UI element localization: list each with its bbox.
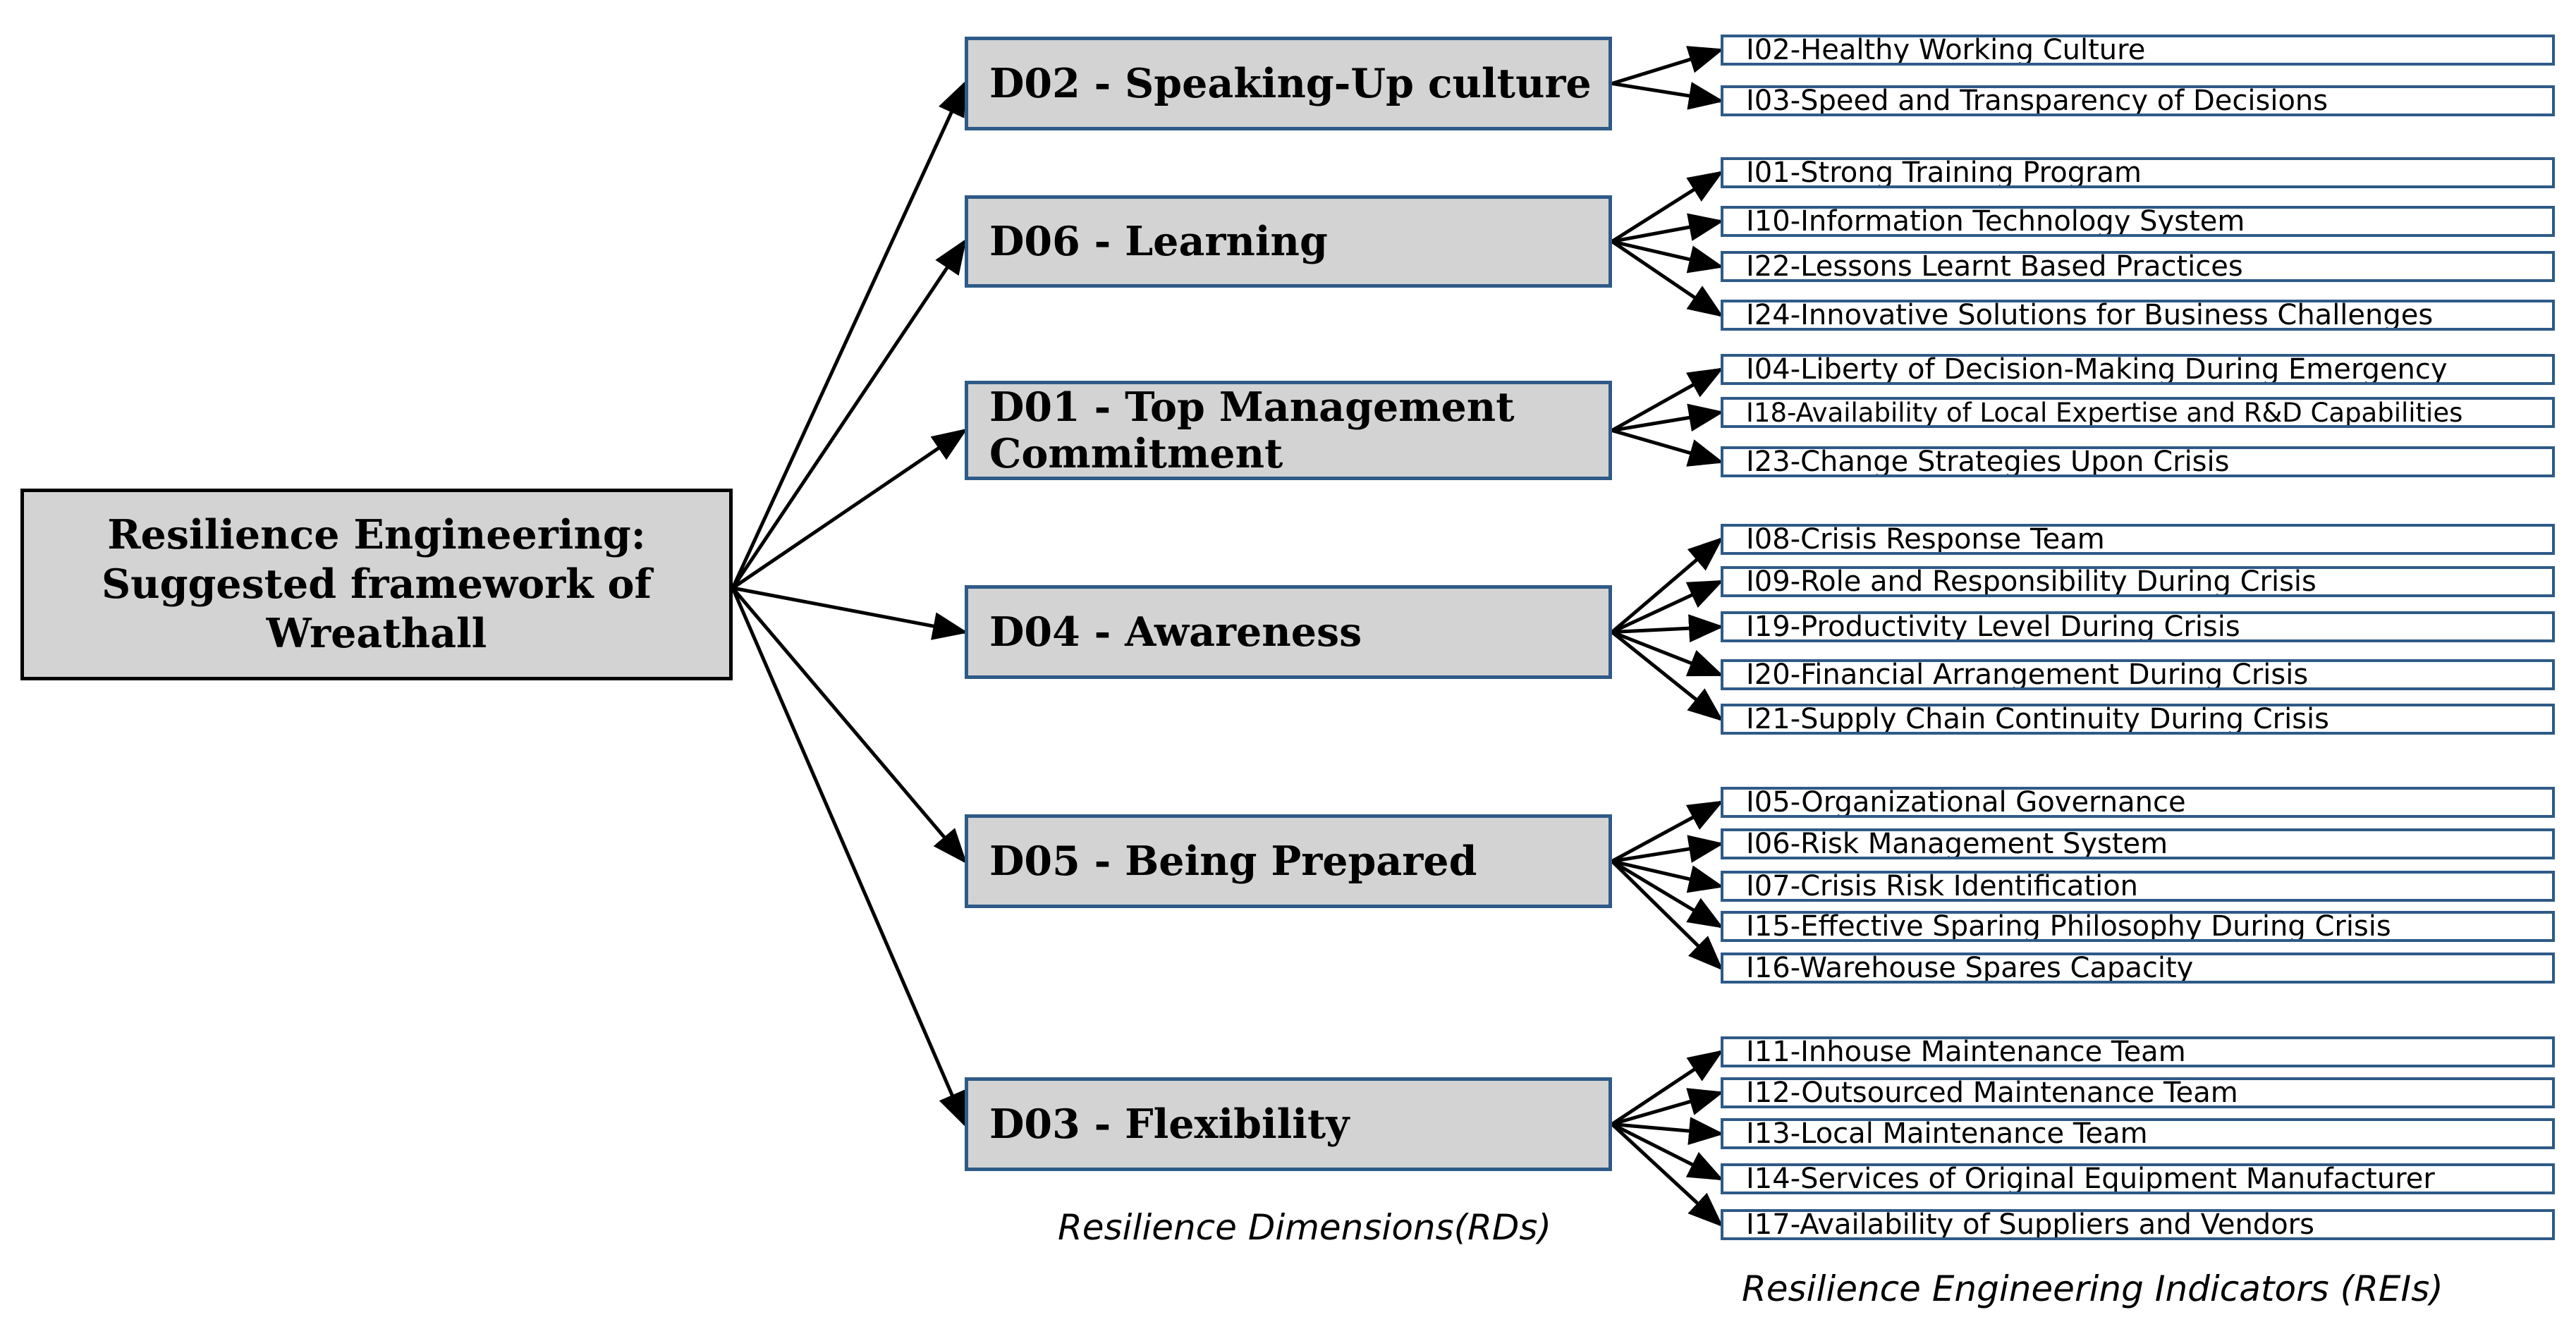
indicator-i02: I02-Healthy Working Culture (1721, 35, 2555, 66)
indicator-i19: I19-Productivity Level During Crisis (1721, 611, 2555, 642)
arrow-d03-to-i11 (1611, 1050, 1724, 1126)
indicator-i07: I07-Crisis Risk Identification (1721, 871, 2555, 902)
arrow-root-to-d02 (731, 80, 967, 589)
indicator-i22: I22-Lessons Learnt Based Practices (1721, 251, 2555, 282)
arrow-d04-to-i21 (1611, 630, 1723, 722)
arrow-d06-to-i22 (1611, 240, 1724, 274)
arrow-root-to-d05 (731, 587, 967, 864)
indicator-i10: I10-Information Technology System (1721, 206, 2555, 237)
root-node: Resilience Engineering: Suggested framew… (20, 489, 733, 680)
dimension-d02: D02 - Speaking-Up culture (965, 37, 1612, 130)
indicator-i03: I03-Speed and Transparency of Decisions (1721, 85, 2555, 116)
arrow-d03-to-i14 (1611, 1122, 1724, 1181)
indicator-i16: I16-Warehouse Spares Capacity (1721, 953, 2555, 984)
arrow-d02-to-i02 (1611, 46, 1724, 85)
arrow-d04-to-i19 (1611, 614, 1724, 643)
arrow-d03-to-i17 (1611, 1122, 1723, 1227)
indicator-i04: I04-Liberty of Decision-Making During Em… (1721, 354, 2555, 385)
caption-indicators: Resilience Engineering Indicators (REIs) (1742, 1268, 2443, 1309)
arrow-d05-to-i07 (1611, 859, 1724, 893)
arrow-d01-to-i18 (1611, 403, 1724, 432)
arrow-d05-to-i05 (1611, 800, 1724, 863)
indicator-i12: I12-Outsourced Maintenance Team (1721, 1077, 2555, 1108)
arrow-d06-to-i01 (1611, 171, 1724, 243)
indicator-i17: I17-Availability of Suppliers and Vendor… (1721, 1209, 2555, 1240)
arrow-d02-to-i03 (1611, 82, 1724, 110)
arrow-d03-to-i12 (1611, 1088, 1724, 1126)
dimension-d03: D03 - Flexibility (965, 1077, 1612, 1171)
indicator-i05: I05-Organizational Governance (1721, 787, 2555, 818)
dimension-d04: D04 - Awareness (965, 585, 1612, 679)
arrow-d01-to-i23 (1611, 429, 1724, 467)
arrow-d04-to-i08 (1611, 537, 1723, 634)
arrow-d05-to-i06 (1611, 835, 1724, 863)
dimension-d05: D05 - Being Prepared (965, 814, 1612, 908)
indicator-i08: I08-Crisis Response Team (1721, 524, 2555, 555)
indicator-i18: I18-Availability of Local Expertise and … (1721, 397, 2555, 428)
arrow-d04-to-i20 (1611, 630, 1724, 677)
arrow-root-to-d04 (732, 586, 968, 640)
indicator-i23: I23-Change Strategies Upon Crisis (1721, 446, 2555, 477)
arrow-root-to-d03 (731, 587, 967, 1128)
arrow-d01-to-i04 (1611, 367, 1724, 432)
arrow-root-to-d06 (731, 238, 967, 589)
indicator-i15: I15-Effective Sparing Philosophy During … (1721, 911, 2555, 942)
caption-dimensions: Resilience Dimensions(RDs) (1058, 1207, 1551, 1248)
arrow-d06-to-i24 (1611, 240, 1724, 317)
arrow-d04-to-i09 (1611, 580, 1724, 634)
indicator-i11: I11-Inhouse Maintenance Team (1721, 1036, 2555, 1067)
arrow-d06-to-i10 (1611, 213, 1724, 243)
indicator-i20: I20-Financial Arrangement During Crisis (1721, 659, 2555, 690)
dimension-d01: D01 - Top Management Commitment (965, 381, 1612, 480)
indicator-i13: I13-Local Maintenance Team (1721, 1118, 2555, 1149)
indicator-i21: I21-Supply Chain Continuity During Crisi… (1721, 704, 2555, 735)
indicator-i24: I24-Innovative Solutions for Business Ch… (1721, 300, 2555, 331)
indicator-i01: I01-Strong Training Program (1721, 157, 2555, 188)
indicator-i14: I14-Services of Original Equipment Manuf… (1721, 1163, 2555, 1194)
indicator-i09: I09-Role and Responsibility During Crisi… (1721, 566, 2555, 597)
arrow-d03-to-i13 (1611, 1117, 1724, 1145)
arrow-root-to-d01 (731, 428, 968, 590)
indicator-i06: I06-Risk Management System (1721, 828, 2555, 859)
arrow-d05-to-i15 (1611, 859, 1724, 929)
arrow-d05-to-i16 (1611, 859, 1723, 971)
dimension-d06: D06 - Learning (965, 195, 1612, 288)
